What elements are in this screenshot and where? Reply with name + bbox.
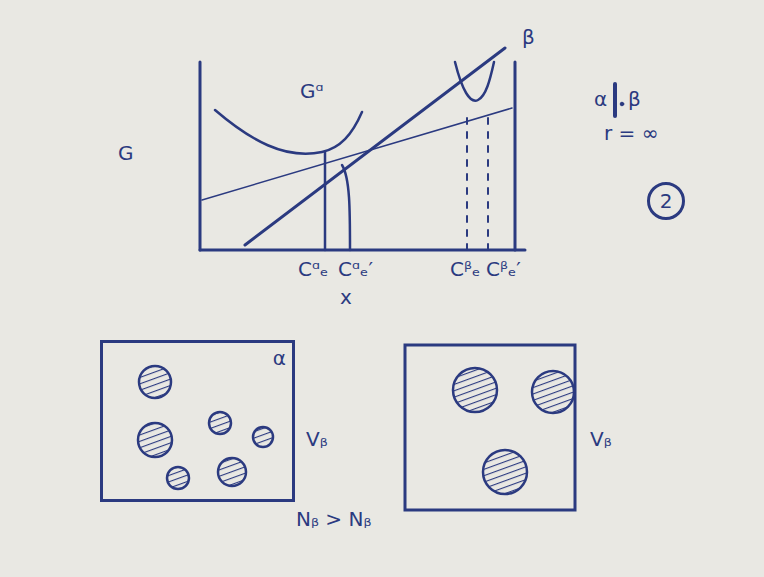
interface-dot: [620, 102, 624, 106]
alpha-curve: [215, 110, 362, 154]
count-note: Nᵦ > Nᵦ: [296, 508, 371, 530]
composition-label: Cᵝₑ′: [486, 258, 521, 280]
radius-note: r = ∞: [604, 122, 658, 144]
dashed-drop: [466, 118, 468, 250]
composition-label: Cᵝₑ: [450, 258, 480, 280]
callout-number: 2: [660, 190, 673, 212]
phase-label: α: [594, 88, 607, 110]
x-axis: [200, 249, 525, 252]
dashed-drop: [487, 118, 489, 250]
callout-circle: 2: [647, 182, 685, 220]
composition-label: Cᵅₑ: [298, 258, 328, 280]
g-axis: [199, 62, 202, 250]
beta-box: [405, 345, 575, 510]
phase-label: α: [273, 347, 286, 369]
drop-line: [342, 165, 350, 250]
interface-bar: [613, 84, 617, 116]
right-axis: [514, 62, 517, 250]
curve-label: β: [522, 26, 535, 48]
alpha-box: α: [100, 340, 295, 502]
phase-label: β: [628, 88, 641, 110]
composition-label: Cᵅₑ′: [338, 258, 373, 280]
axis-label: x: [340, 286, 352, 308]
volume-label: Vᵦ: [306, 428, 328, 450]
drop-line: [324, 152, 327, 250]
axis-label: G: [118, 142, 134, 164]
volume-label: Vᵦ: [590, 428, 612, 450]
curve-label: Gᵅ: [300, 80, 324, 102]
tangent-line: [202, 108, 512, 200]
